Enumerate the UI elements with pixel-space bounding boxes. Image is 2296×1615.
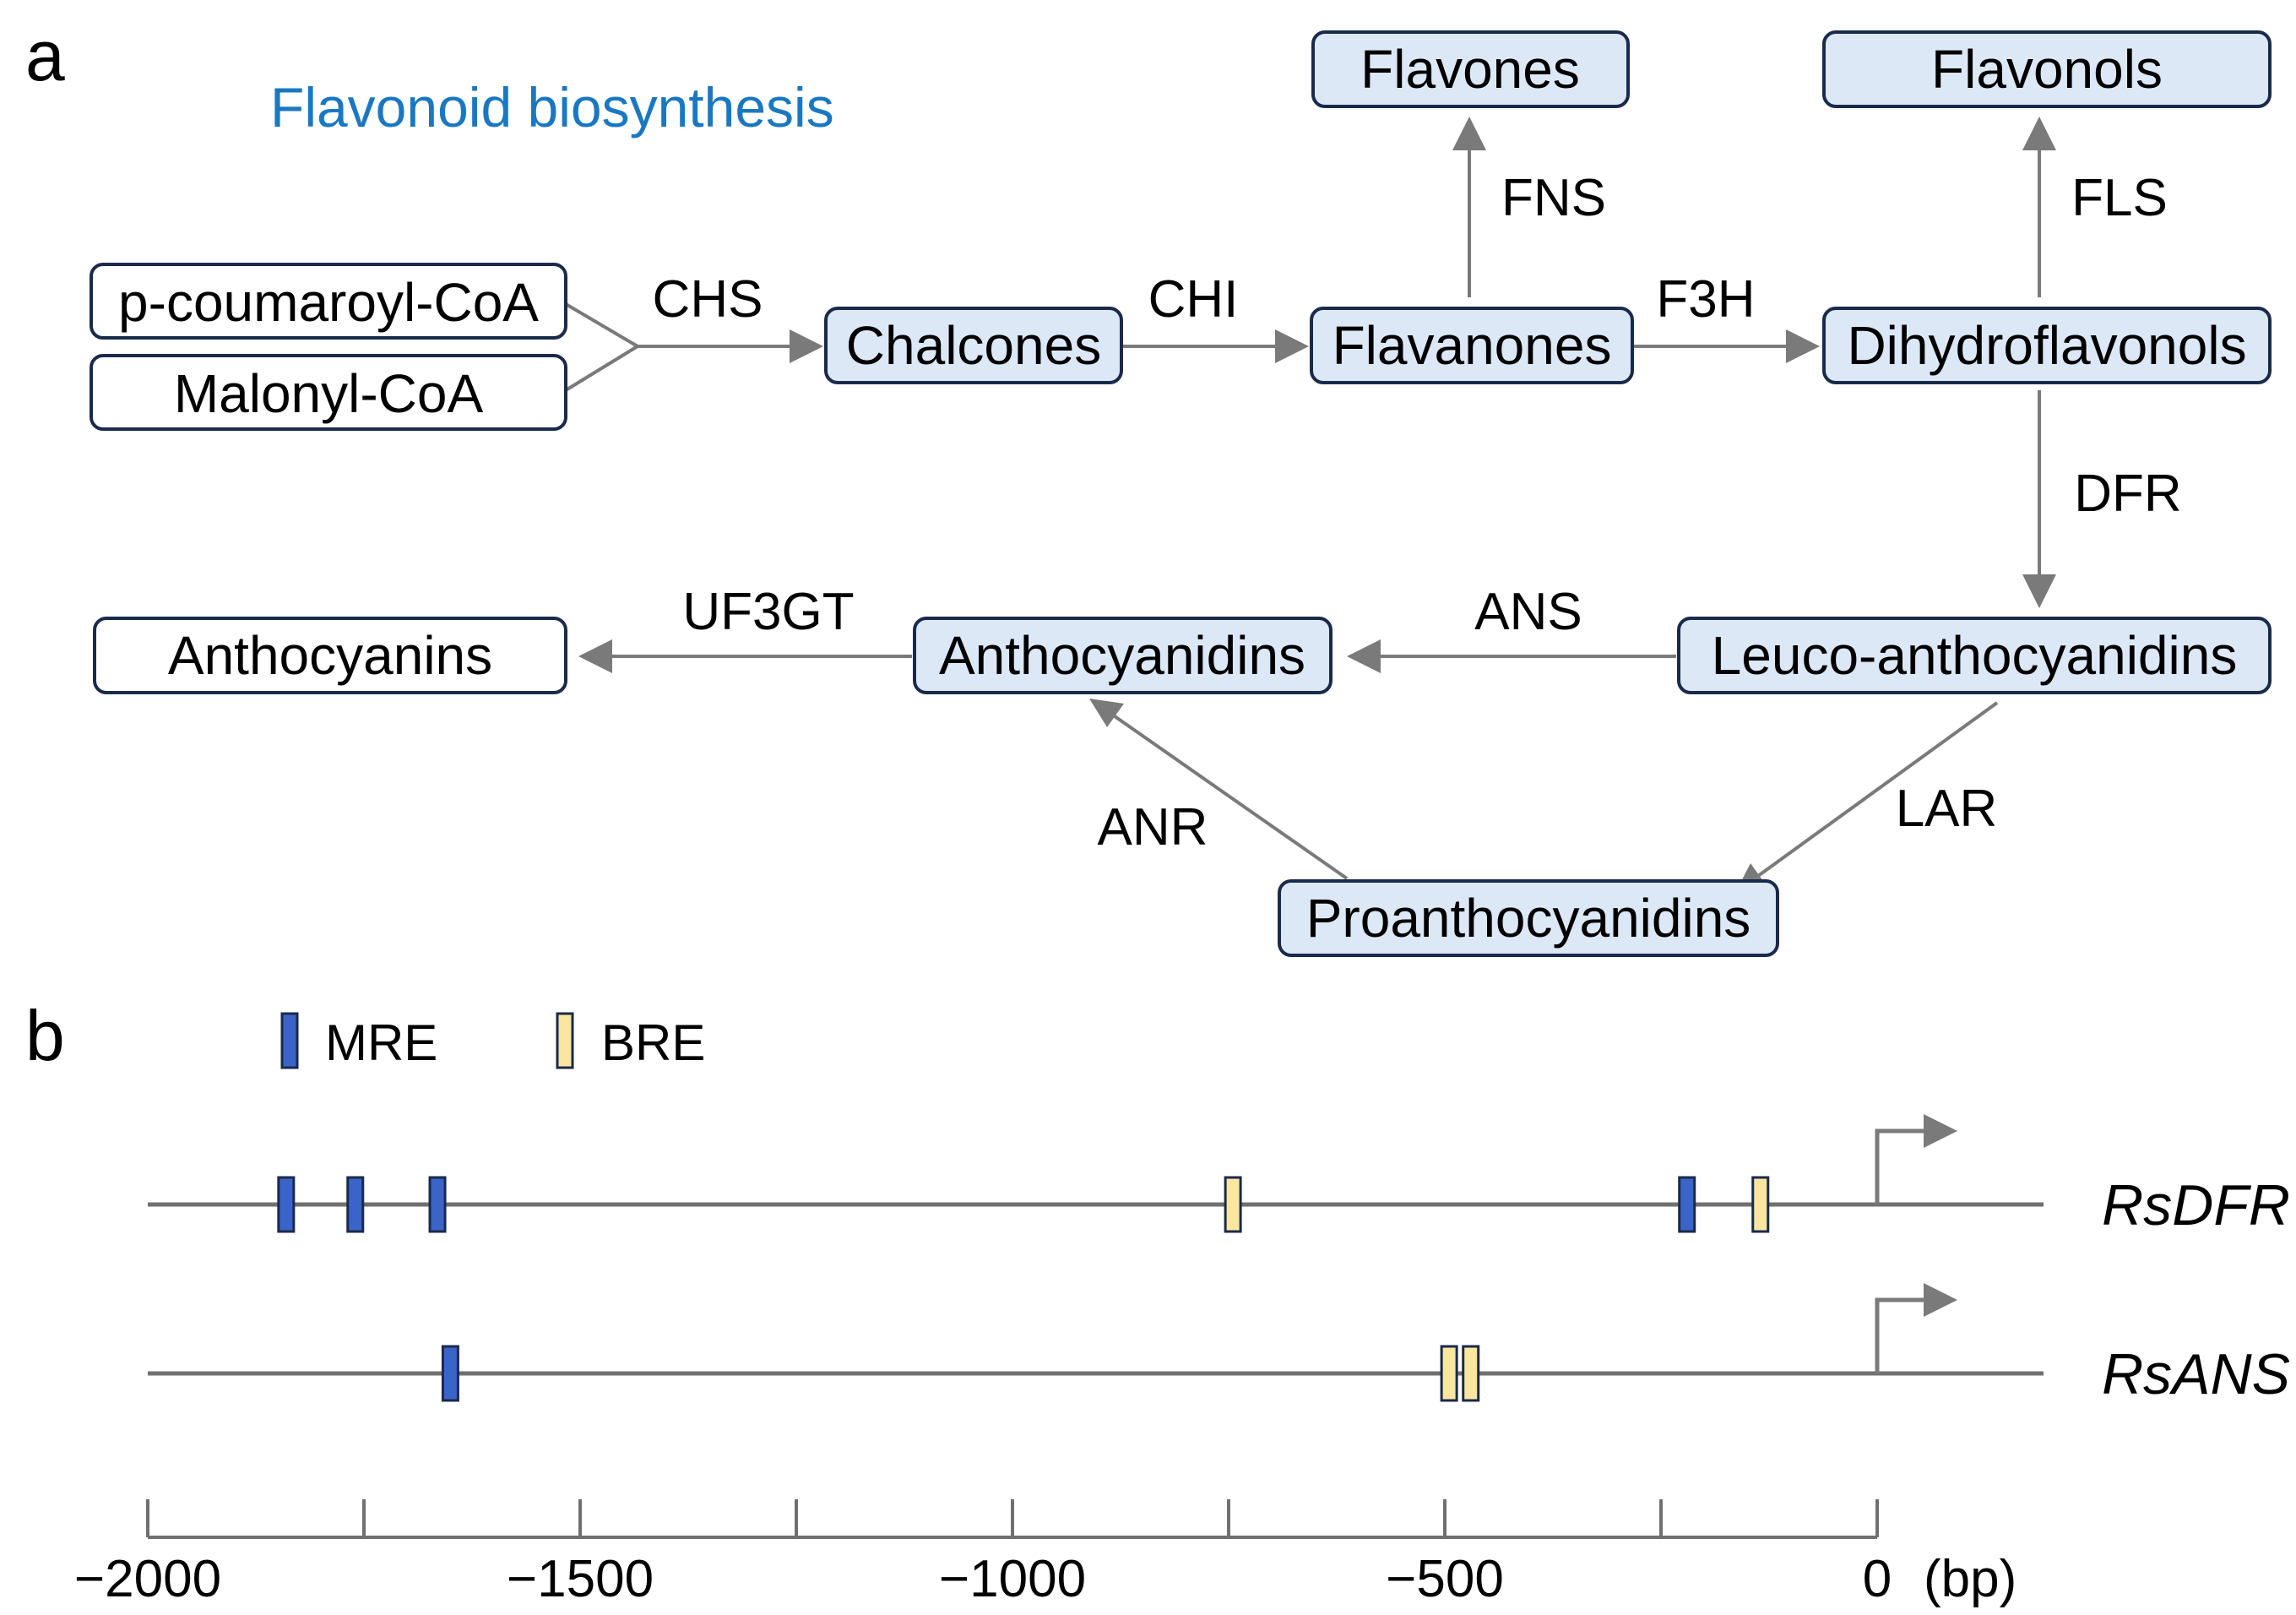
panel-b-letter: b <box>25 996 65 1075</box>
node-p-coumaroyl-coa: p-coumaroyl-CoA <box>90 263 567 340</box>
node-flavonols: Flavonols <box>1822 30 2272 108</box>
node-flavones: Flavones <box>1311 30 1630 108</box>
node-proanthocyanidins-label: Proanthocyanidins <box>1306 888 1751 949</box>
node-anthocyanidins-label: Anthocyanidins <box>939 625 1305 686</box>
node-dihydroflavonols-label: Dihydroflavonols <box>1847 315 2246 376</box>
node-leuco-anthocyanidins: Leuco-anthocyanidins <box>1677 617 2272 694</box>
node-anthocyanins-box <box>93 617 567 694</box>
mre-element-rsdfr-5 <box>1678 1176 1696 1233</box>
bre-element-rsans-3 <box>1462 1345 1480 1402</box>
node-flavones-box <box>1311 30 1630 108</box>
tss-arrow-line-rsans <box>1875 1297 1924 1373</box>
node-chalcones: Chalcones <box>824 307 1123 384</box>
arrow-chi-head <box>1275 329 1309 363</box>
node-flavones-label: Flavones <box>1360 39 1580 100</box>
enzyme-dfr: DFR <box>2074 465 2181 523</box>
node-dihydroflavonols-box <box>1822 307 2272 384</box>
enzyme-chs: CHS <box>653 270 763 329</box>
bre-element-rsdfr-4 <box>1224 1176 1242 1233</box>
node-p-coumaroyl-coa-box <box>90 263 567 340</box>
node-flavanones: Flavanones <box>1310 307 1634 384</box>
node-malonyl-coa-label: Malonyl-CoA <box>174 363 484 424</box>
enzyme-uf3gt: UF3GT <box>682 583 854 641</box>
tss-arrow-head-rsdfr <box>1924 1114 1957 1148</box>
mre-element-rsdfr-2 <box>346 1176 365 1233</box>
arrow-ans-head <box>1347 639 1381 673</box>
node-leuco-anthocyanidins-label: Leuco-anthocyanidins <box>1712 625 2238 686</box>
node-proanthocyanidins-box <box>1278 879 1779 957</box>
arrow-fls-head <box>2022 117 2056 150</box>
arrow-malonyl-junction <box>564 345 639 392</box>
arrow-chs-head <box>790 329 823 363</box>
arrow-fns-head <box>1452 117 1486 150</box>
mre-element-rsans-1 <box>441 1345 459 1402</box>
arrow-uf3gt-head <box>578 639 612 673</box>
node-p-coumaroyl-coa-label: p-coumaroyl-CoA <box>118 272 539 333</box>
enzyme-fns: FNS <box>1501 169 1606 227</box>
enzyme-ans: ANS <box>1474 583 1582 641</box>
gene-tracks: RsDFR RsANS <box>148 1114 2290 1406</box>
axis-tick-label-5: 0 <box>1863 1550 1892 1608</box>
arrow-coumaroyl-junction <box>564 302 639 348</box>
panel-a-letter: a <box>25 16 65 95</box>
tss-arrow-head-rsans <box>1924 1283 1957 1317</box>
arrow-dfr-head <box>2022 574 2056 608</box>
gene-label-rsans: RsANS <box>2102 1342 2290 1406</box>
enzyme-chi: CHI <box>1148 270 1239 329</box>
panel-a: a Flavonoid biosynthesis <box>25 16 2272 957</box>
position-axis: −2000 −1500 −1000 −500 0 (bp) <box>74 1499 2016 1608</box>
node-flavanones-box <box>1310 307 1634 384</box>
legend-bre-swatch <box>556 1012 574 1069</box>
node-anthocyanidins-box <box>913 617 1333 694</box>
pathway-title: Flavonoid biosynthesis <box>270 76 834 139</box>
legend: MRE BRE <box>280 1012 705 1071</box>
legend-mre-label: MRE <box>325 1014 437 1071</box>
enzyme-f3h: F3H <box>1656 270 1755 329</box>
node-flavonols-box <box>1822 30 2272 108</box>
node-anthocyanidins: Anthocyanidins <box>913 617 1333 694</box>
node-malonyl-coa: Malonyl-CoA <box>90 354 567 431</box>
node-chalcones-label: Chalcones <box>846 315 1101 376</box>
gene-track-rsans: RsANS <box>148 1283 2290 1406</box>
node-anthocyanins: Anthocyanins <box>93 617 567 694</box>
enzyme-anr: ANR <box>1098 798 1208 856</box>
node-chalcones-box <box>824 307 1123 384</box>
gene-label-rsdfr: RsDFR <box>2102 1173 2290 1237</box>
enzyme-fls: FLS <box>2071 169 2168 227</box>
arrow-f3h-head <box>1786 329 1820 363</box>
bre-element-rsans-2 <box>1440 1345 1458 1402</box>
mre-element-rsdfr-3 <box>428 1176 447 1233</box>
arrow-lar-line <box>1756 701 1999 878</box>
node-flavonols-label: Flavonols <box>1931 39 2163 100</box>
node-proanthocyanidins: Proanthocyanidins <box>1278 879 1779 957</box>
axis-tick-label-3: −1000 <box>939 1550 1086 1608</box>
node-anthocyanins-label: Anthocyanins <box>168 625 492 686</box>
arrow-anr-head <box>1089 699 1124 727</box>
pathway-arrows <box>564 117 2056 893</box>
legend-mre-swatch <box>280 1012 299 1069</box>
panel-b: b MRE BRE RsDFR RsANS −2000 −1500 −1000 −500… <box>25 996 2290 1608</box>
tss-arrow-line-rsdfr <box>1875 1128 1924 1204</box>
mre-element-rsdfr-1 <box>277 1176 296 1233</box>
legend-bre-label: BRE <box>601 1014 705 1071</box>
axis-tick-label-1: −2000 <box>74 1550 221 1608</box>
node-dihydroflavonols: Dihydroflavonols <box>1822 307 2272 384</box>
arrow-anr-line <box>1113 715 1349 880</box>
node-leuco-anthocyanidins-box <box>1677 617 2272 694</box>
node-malonyl-coa-box <box>90 354 567 431</box>
enzyme-lar: LAR <box>1896 780 1998 838</box>
gene-track-rsdfr: RsDFR <box>148 1114 2290 1237</box>
axis-unit-label: (bp) <box>1924 1550 2016 1608</box>
node-flavanones-label: Flavanones <box>1333 315 1612 376</box>
axis-tick-label-4: −500 <box>1386 1550 1504 1608</box>
axis-tick-label-2: −1500 <box>507 1550 654 1608</box>
bre-element-rsdfr-6 <box>1751 1176 1770 1233</box>
